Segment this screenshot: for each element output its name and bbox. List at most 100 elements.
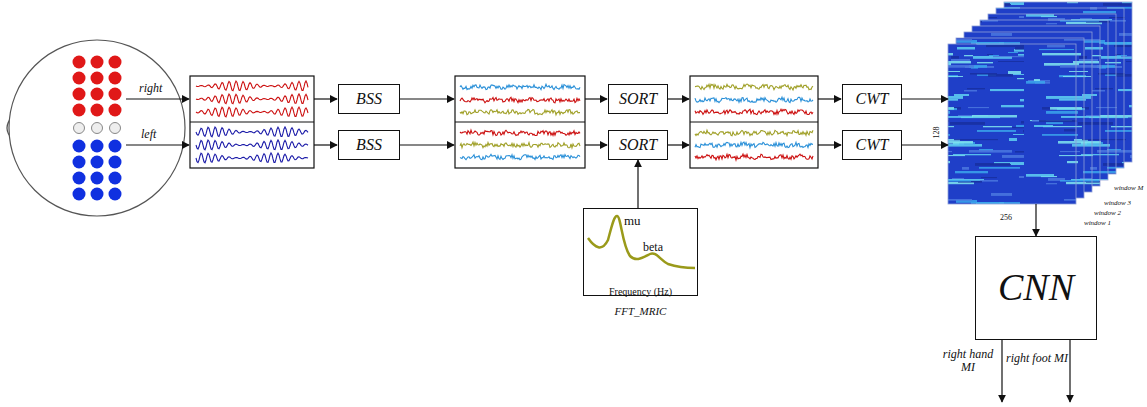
signal-trace: [460, 142, 580, 148]
output-arrow: [1001, 340, 1002, 402]
flow-arrow: [668, 98, 689, 99]
flow-label: right: [138, 78, 163, 96]
electrode-dot: [73, 72, 86, 85]
signal-trace: [695, 109, 813, 114]
electrode-dot: [91, 172, 104, 185]
box-label: SORT: [619, 136, 657, 154]
flow-arrow: [314, 144, 337, 145]
node-text: 256: [1000, 214, 1012, 223]
electrode-dot: [73, 140, 86, 153]
signal-trace: [196, 107, 308, 117]
text-slot: beta: [643, 237, 663, 255]
signal-trace: [196, 127, 308, 137]
electrode-dot: [109, 88, 122, 101]
node-text: beta: [643, 241, 663, 254]
bss-box: BSS: [338, 130, 400, 160]
signal-trace: [460, 130, 580, 135]
signal-trace: [460, 97, 580, 103]
cwt-box: CWT: [842, 130, 902, 160]
signal-trace: [695, 130, 813, 135]
flow-arrow: [126, 144, 189, 145]
node-text: window 2: [1094, 210, 1121, 218]
signal-divider: [690, 121, 818, 122]
node-text: 128: [933, 126, 942, 138]
box-label: SORT: [619, 90, 657, 108]
flow-label-text: right: [138, 81, 163, 95]
flow-arrow: [668, 144, 689, 145]
electrode-dot: [91, 56, 104, 69]
box-label: BSS: [356, 136, 382, 154]
text-slot: window 3: [1104, 191, 1131, 209]
text-slot: FFT_MRIC: [584, 301, 697, 319]
signal-divider: [190, 121, 314, 122]
cnn-box: CNN: [975, 236, 1097, 340]
signal-trace: [196, 81, 308, 91]
box-label: CWT: [856, 136, 889, 154]
node-text: window 1: [1084, 220, 1111, 228]
flow-arrow: [314, 98, 337, 99]
node-text: Frequency (Hz): [609, 286, 672, 297]
electrode-dot: [73, 188, 86, 201]
signal-box: [190, 76, 314, 168]
flow-arrow: [585, 98, 607, 99]
signal-traces: [196, 81, 813, 163]
connector: [1035, 204, 1036, 236]
text-slot: window M: [1114, 176, 1143, 194]
signal-trace: [460, 154, 580, 159]
signal-trace: [695, 97, 813, 103]
electrode-dot: [109, 140, 122, 153]
connector: [902, 144, 948, 145]
bss-box: BSS: [338, 84, 400, 114]
connector: [902, 98, 948, 99]
electrode-dot: [73, 88, 86, 101]
signal-trace: [196, 140, 308, 150]
box-label: CNN: [998, 267, 1074, 309]
spectrogram-stack: [948, 2, 1132, 204]
node-text: window 3: [1104, 200, 1131, 208]
spectrum-curve: [588, 216, 695, 268]
spectrum-box: mubetaFrequency (Hz)FFT_MRIC: [583, 208, 698, 296]
flow-arrows: [126, 99, 1070, 402]
text-slot: window 1: [1084, 211, 1111, 229]
box-label: BSS: [356, 90, 382, 108]
signal-box: [690, 76, 818, 168]
spectrogram-layer: [948, 44, 1076, 204]
electrode-dot: [110, 123, 121, 134]
connector: [637, 160, 638, 208]
signal-trace: [695, 154, 813, 160]
flow-arrow: [818, 98, 841, 99]
output-arrow: [1069, 340, 1070, 402]
signal-box: [455, 76, 585, 168]
sort-box: SORT: [608, 130, 668, 160]
box-label: CWT: [856, 90, 889, 108]
flow-label: left: [140, 124, 157, 142]
electrode-dot: [109, 104, 122, 117]
electrode-dot: [109, 72, 122, 85]
spectrogram-stack: 128window Mwindow 3window 2window 1256: [948, 44, 1076, 204]
text-slot: Frequency (Hz): [584, 281, 697, 299]
flow-arrow: [400, 144, 454, 145]
electrode-dot: [109, 188, 122, 201]
text-slot: mu: [624, 211, 641, 229]
electrode-dot: [91, 188, 104, 201]
electrode-dot: [74, 123, 85, 134]
node-text: FFT_MRIC: [615, 305, 667, 317]
sort-box: SORT: [608, 84, 668, 114]
electrode-dots: [73, 56, 122, 201]
flow-arrow: [585, 144, 607, 145]
electrode-dot: [109, 172, 122, 185]
electrode-dot: [91, 104, 104, 117]
node-text: window M: [1114, 185, 1143, 193]
text-slot: window 2: [1094, 201, 1121, 219]
electrode-dot: [91, 140, 104, 153]
flow-arrow: [818, 144, 841, 145]
electrode-dot: [73, 104, 86, 117]
electrode-dot: [73, 56, 86, 69]
node-text: mu: [624, 214, 641, 228]
signal-divider: [455, 121, 585, 122]
electrode-dot: [91, 72, 104, 85]
text-slot: 256: [1000, 206, 1012, 224]
flow-arrow: [400, 98, 454, 99]
electrode-dot: [91, 88, 104, 101]
flow-label-text: right foot MI: [1005, 352, 1069, 365]
